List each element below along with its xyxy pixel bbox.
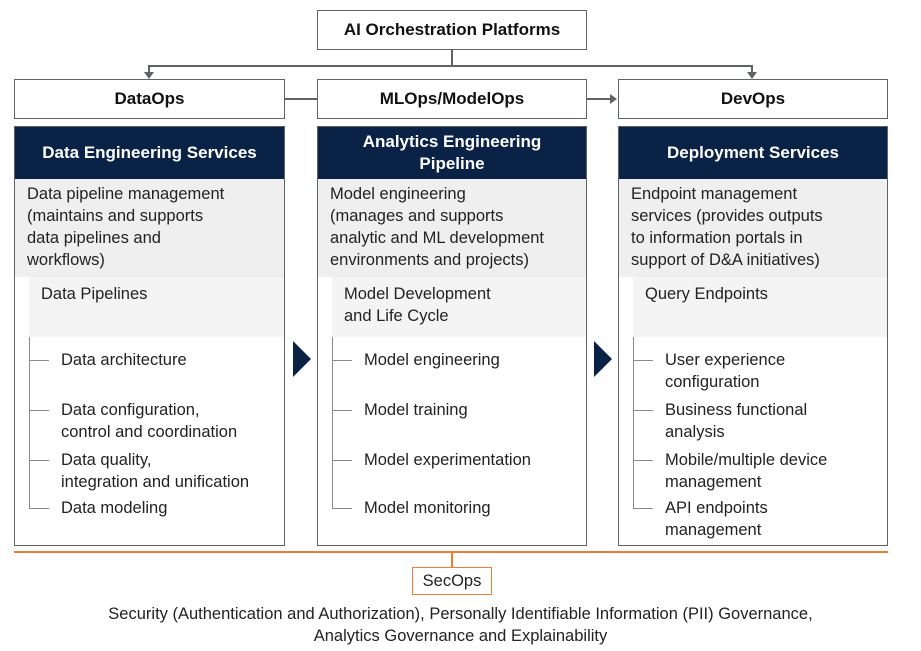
arrow-down-dataops [144,72,154,79]
arrow-down-devops [747,72,757,79]
data-pipelines-title: Data Pipelines [29,277,284,337]
title-branch-right [751,65,753,74]
secops-divider [14,551,888,553]
secops-label: SecOps [422,571,482,590]
title-stem [451,50,453,66]
tree-line [633,277,634,509]
title-branch-left [148,65,150,74]
tree-line [332,277,333,509]
secops-box: SecOps [412,567,492,595]
data-engineering-header: Data Engineering Services [15,127,284,179]
orchestration-title: AI Orchestration Platforms [343,20,561,39]
dataops-mlops-connector [285,98,317,100]
query-endpoints-title: Query Endpoints [633,277,887,337]
mlops-label: MLOps/ModelOps [379,89,525,108]
data-engineering-column: Data Engineering Services Data pipeline … [14,126,285,546]
model-development-section: Model Development and Life Cycle Model e… [318,277,586,545]
secops-connector [451,553,453,567]
tree-line [29,277,30,509]
chevron-right-icon [594,341,612,377]
devops-label: DevOps [720,89,786,108]
deployment-services-header: Deployment Services [619,127,887,179]
arrow-right-devops [610,94,617,104]
deployment-services-description: Endpoint management services (provides o… [619,179,887,277]
devops-box: DevOps [618,79,888,119]
dataops-box: DataOps [14,79,285,119]
mlops-box: MLOps/ModelOps [317,79,587,119]
dataops-label: DataOps [114,89,185,108]
chevron-right-icon [293,341,311,377]
mlops-devops-connector [587,98,611,100]
data-engineering-description: Data pipeline management (maintains and … [15,179,284,277]
model-development-title: Model Development and Life Cycle [332,277,586,337]
deployment-services-column: Deployment Services Endpoint management … [618,126,888,546]
secops-description: Security (Authentication and Authorizati… [108,605,813,645]
analytics-engineering-column: Analytics Engineering Pipeline Model eng… [317,126,587,546]
data-pipelines-section: Data Pipelines Data architecture Data co… [15,277,284,545]
analytics-engineering-description: Model engineering (manages and supports … [318,179,586,277]
title-branch-h [148,65,752,67]
analytics-engineering-header: Analytics Engineering Pipeline [318,127,586,179]
orchestration-title-box: AI Orchestration Platforms [317,10,587,50]
